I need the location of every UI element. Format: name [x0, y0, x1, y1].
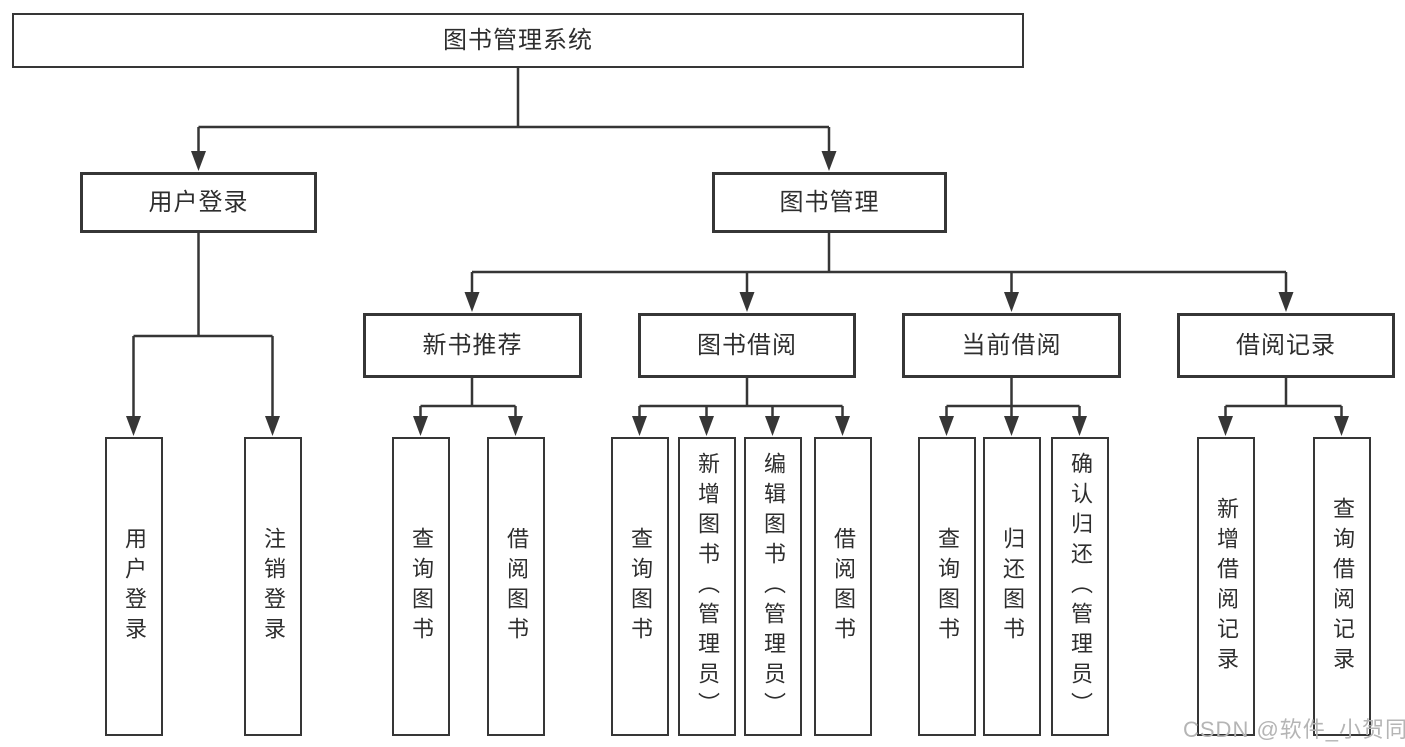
leaf-borrow-add-book-admin: 新增图书（管理员）	[678, 437, 736, 736]
leaf-user-login: 用户登录	[105, 437, 163, 736]
leaf-borrow-query-books: 查询图书	[611, 437, 669, 736]
leaf-records-add-record: 新增借阅记录	[1197, 437, 1255, 736]
csdn-watermark: CSDN @软件_小贺同学	[1183, 717, 1405, 742]
leaf-newbook-query-books: 查询图书	[392, 437, 450, 736]
leaf-borrow-edit-book-admin: 编辑图书（管理员）	[744, 437, 802, 736]
leaf-current-confirm-return-admin: 确认归还（管理员）	[1051, 437, 1109, 736]
node-current-borrow: 当前借阅	[902, 313, 1121, 378]
leaf-borrow-borrow-books: 借阅图书	[814, 437, 872, 736]
leaf-current-query-books: 查询图书	[918, 437, 976, 736]
node-root-system: 图书管理系统	[12, 13, 1024, 68]
node-new-book-recommend: 新书推荐	[363, 313, 582, 378]
node-borrow-records: 借阅记录	[1177, 313, 1395, 378]
connector-lines	[132, 68, 1343, 420]
leaf-logout: 注销登录	[244, 437, 302, 736]
node-user-login-branch: 用户登录	[80, 172, 317, 233]
leaf-records-query-record: 查询借阅记录	[1313, 437, 1371, 736]
node-book-borrow: 图书借阅	[638, 313, 856, 378]
leaf-newbook-borrow-books: 借阅图书	[487, 437, 545, 736]
arrowhead-icons	[126, 151, 1349, 436]
leaf-current-return-books: 归还图书	[983, 437, 1041, 736]
node-book-management: 图书管理	[712, 172, 947, 233]
